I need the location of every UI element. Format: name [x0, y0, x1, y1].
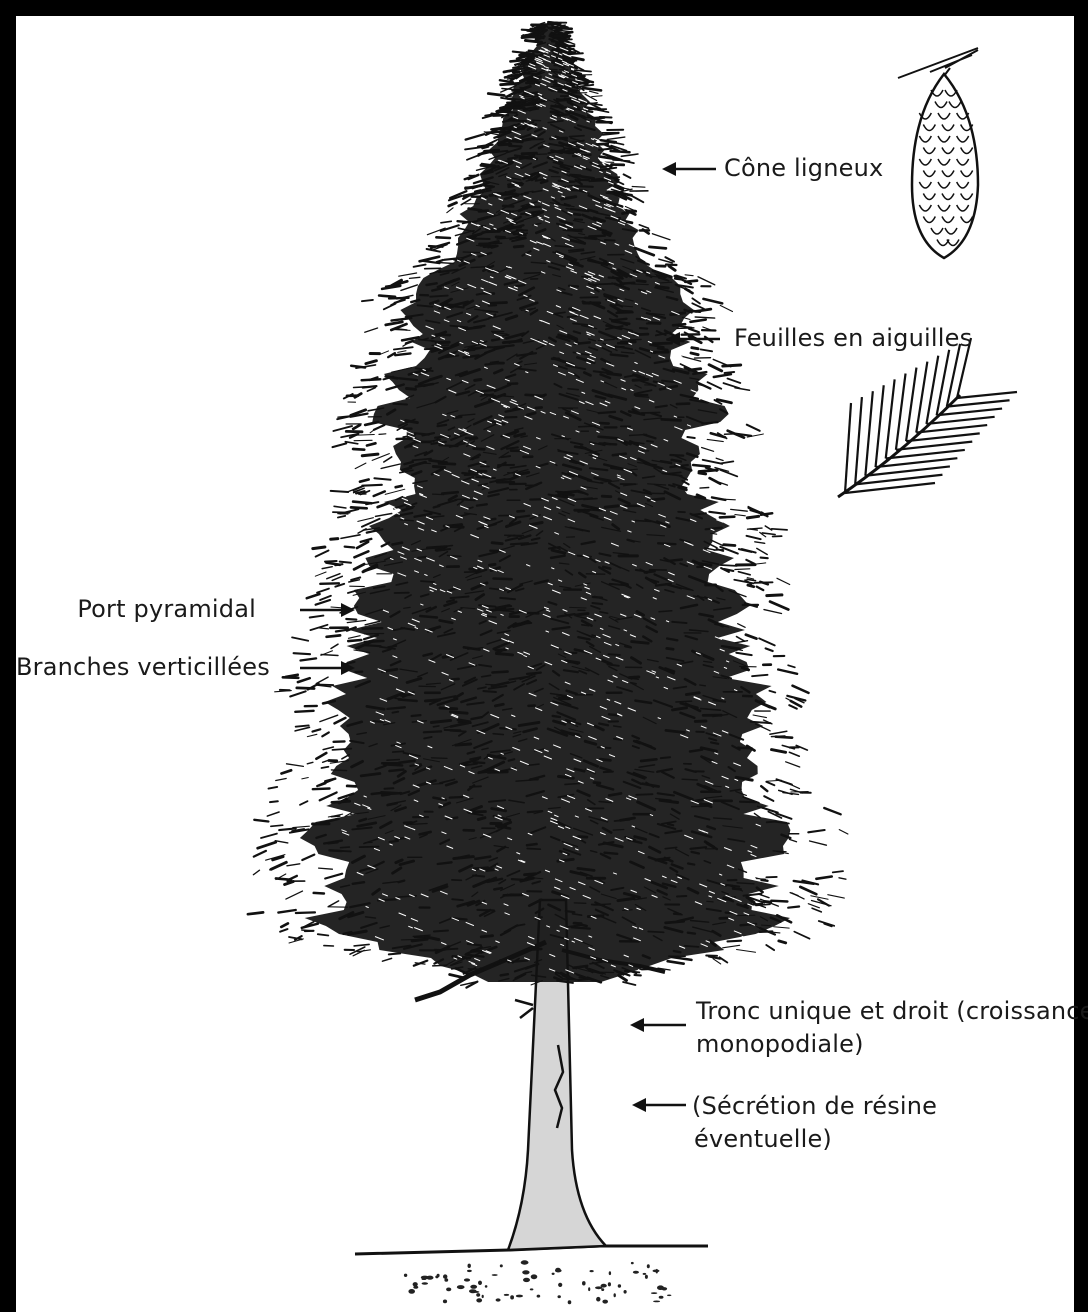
label-resin-line1: (Sécrétion de résine	[692, 1091, 937, 1121]
arrow-resin	[632, 1098, 686, 1112]
label-branches: Branches verticillées	[16, 652, 256, 682]
arrow-trunk	[630, 1018, 686, 1032]
label-port: Port pyramidal	[20, 594, 256, 624]
label-trunk-line2: monopodiale)	[696, 1029, 864, 1059]
arrow-port	[300, 603, 355, 617]
label-cone: Cône ligneux	[724, 153, 883, 183]
arrow-cone	[662, 162, 716, 176]
pine-cone-icon	[898, 48, 978, 258]
label-trunk-line1: Tronc unique et droit (croissance	[696, 996, 1088, 1026]
label-resin-line2: éventuelle)	[694, 1124, 832, 1154]
needle-branch-icon	[838, 338, 1017, 497]
ground	[355, 1246, 708, 1304]
label-needles: Feuilles en aiguilles	[734, 323, 972, 353]
soil-specks	[404, 1260, 672, 1304]
